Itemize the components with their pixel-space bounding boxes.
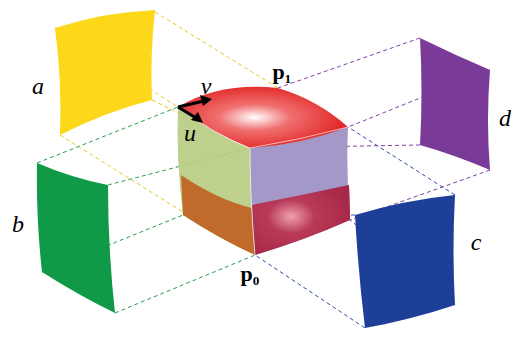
parameter-label: v bbox=[201, 74, 212, 98]
patch-label: b bbox=[12, 212, 24, 236]
corner-point-label: p₁ bbox=[273, 61, 292, 83]
patch-label: c bbox=[471, 230, 482, 254]
corner-point-label: p₀ bbox=[241, 263, 260, 285]
patch-label: d bbox=[499, 106, 511, 130]
patch-label: a bbox=[32, 74, 44, 98]
parameter-label: u bbox=[184, 121, 196, 145]
